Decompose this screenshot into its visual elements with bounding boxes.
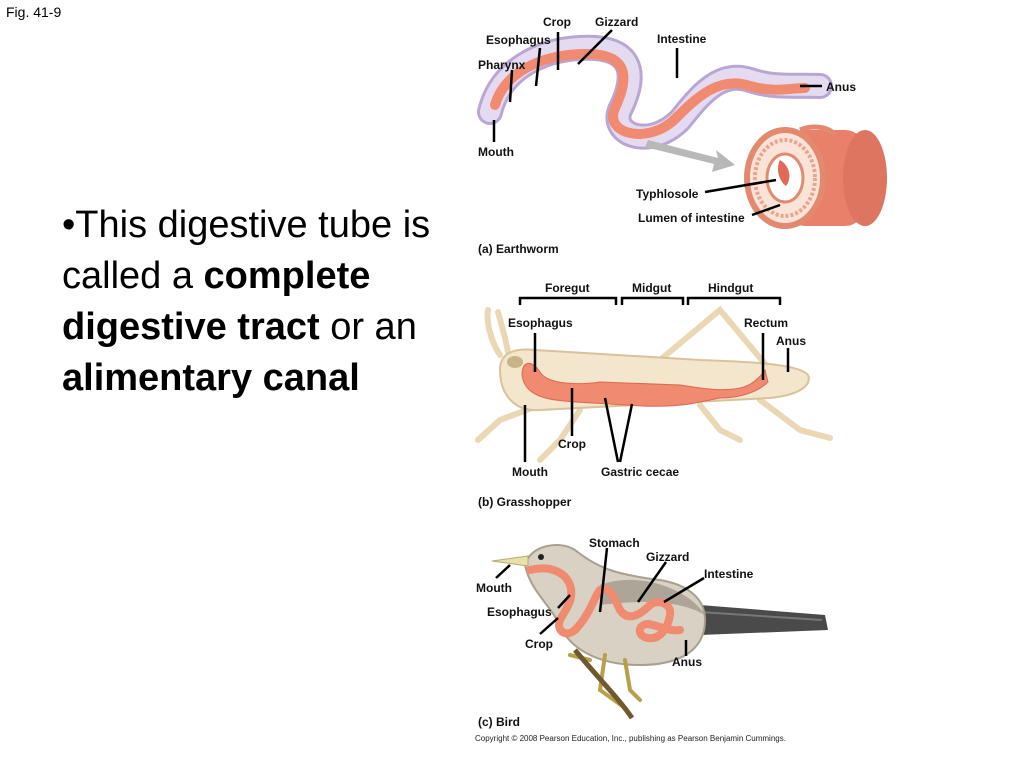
- grasshopper-gut: [521, 362, 769, 407]
- label-mouth: Mouth: [476, 581, 512, 595]
- label-esophagus: Esophagus: [487, 605, 552, 619]
- bullet-prefix: •This digestive tube is called a: [62, 204, 431, 297]
- bird-perch: [573, 648, 635, 720]
- label-stomach: Stomach: [589, 536, 640, 550]
- label-rectum: Rectum: [744, 316, 788, 330]
- label-hindgut: Hindgut: [708, 281, 753, 295]
- label-foregut: Foregut: [545, 281, 590, 295]
- label-mouth: Mouth: [478, 145, 514, 159]
- label-midgut: Midgut: [632, 281, 671, 295]
- term-alimentary-canal: alimentary canal: [62, 357, 360, 399]
- bullet-middle: or an: [319, 306, 417, 348]
- bird-panel: Stomach Gizzard Intestine Mouth Esophagu…: [476, 536, 828, 729]
- caption-grasshopper: (b) Grasshopper: [478, 495, 572, 509]
- bird-beak: [491, 555, 529, 567]
- label-gastric-cecae: Gastric cecae: [601, 465, 679, 479]
- bullet-text: •This digestive tube is called a complet…: [62, 200, 452, 404]
- label-mouth: Mouth: [512, 465, 548, 479]
- section-arrow: [645, 140, 735, 172]
- label-lumen: Lumen of intestine: [638, 211, 745, 225]
- label-anus: Anus: [672, 655, 702, 669]
- label-esophagus: Esophagus: [486, 33, 551, 47]
- bird-tail: [700, 605, 828, 635]
- grasshopper-panel: Foregut Midgut Hindgut Esophagus Rectum …: [475, 281, 833, 509]
- label-gizzard: Gizzard: [646, 550, 689, 564]
- term-complete-digestive-tract: complete digestive tract: [62, 255, 371, 348]
- label-pharynx: Pharynx: [478, 58, 526, 72]
- label-gizzard: Gizzard: [595, 15, 638, 29]
- label-crop: Crop: [558, 437, 586, 451]
- caption-earthworm: (a) Earthworm: [478, 242, 559, 256]
- figure-number: Fig. 41-9: [6, 4, 62, 20]
- label-intestine: Intestine: [657, 32, 707, 46]
- earthworm-cross-section: [744, 124, 887, 229]
- label-anus: Anus: [776, 334, 806, 348]
- earthworm-panel: Crop Gizzard Esophagus Intestine Pharynx…: [477, 15, 887, 256]
- gut-region-brackets: [518, 296, 782, 305]
- grasshopper-legs: [475, 305, 833, 463]
- grasshopper-leaders: [523, 333, 790, 463]
- bird-leaders: [495, 547, 705, 656]
- label-esophagus: Esophagus: [508, 316, 573, 330]
- bird-gut: [526, 564, 684, 643]
- label-anus: Anus: [826, 80, 856, 94]
- label-intestine: Intestine: [704, 567, 754, 581]
- earthworm-gut: [490, 48, 810, 139]
- earthworm-leaders: [492, 29, 822, 217]
- caption-bird: (c) Bird: [478, 715, 520, 729]
- label-crop: Crop: [543, 15, 571, 29]
- bird-eye: [538, 554, 544, 560]
- label-crop: Crop: [525, 637, 553, 651]
- label-typhlosole: Typhlosole: [636, 187, 699, 201]
- copyright-notice: Copyright © 2008 Pearson Education, Inc.…: [475, 734, 786, 743]
